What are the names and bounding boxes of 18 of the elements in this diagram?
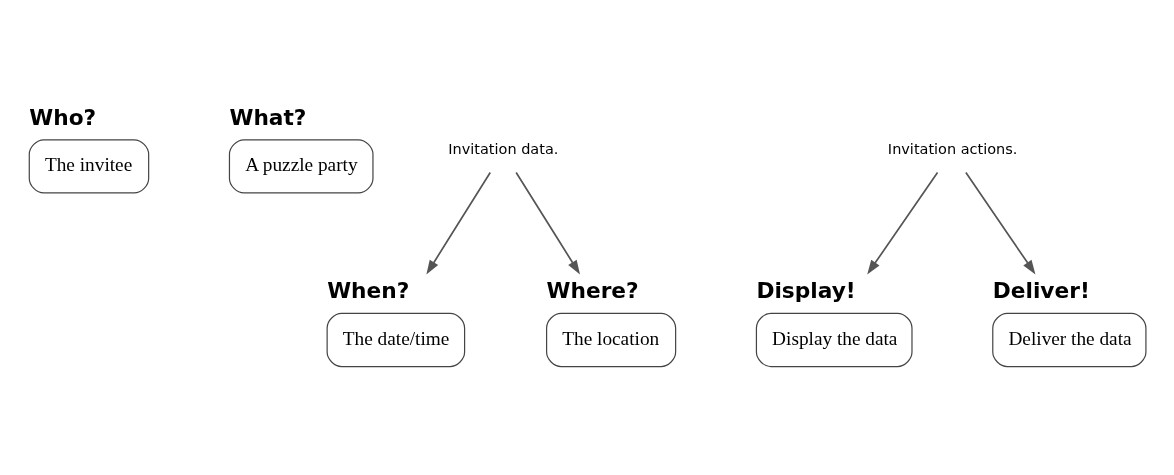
arrow: [965, 171, 1036, 275]
node-box: Display the data: [755, 312, 913, 368]
node-label: When?: [327, 278, 410, 304]
node-box: The invitee: [28, 139, 150, 194]
node-label: Who?: [29, 104, 97, 130]
node-text: Invitation data.: [448, 141, 559, 158]
node-box: The date/time: [326, 312, 466, 368]
arrow: [867, 171, 939, 275]
arrow: [426, 171, 492, 275]
node-box: The location: [546, 312, 677, 368]
node-label: Display!: [756, 278, 856, 304]
node-label: Deliver!: [992, 278, 1090, 304]
arrow: [515, 171, 580, 275]
node-label: Where?: [546, 278, 639, 304]
node-text: Invitation actions.: [887, 141, 1018, 158]
node-box: Deliver the data: [992, 312, 1147, 368]
node-box: A puzzle party: [228, 139, 374, 194]
node-label: What?: [229, 104, 307, 130]
